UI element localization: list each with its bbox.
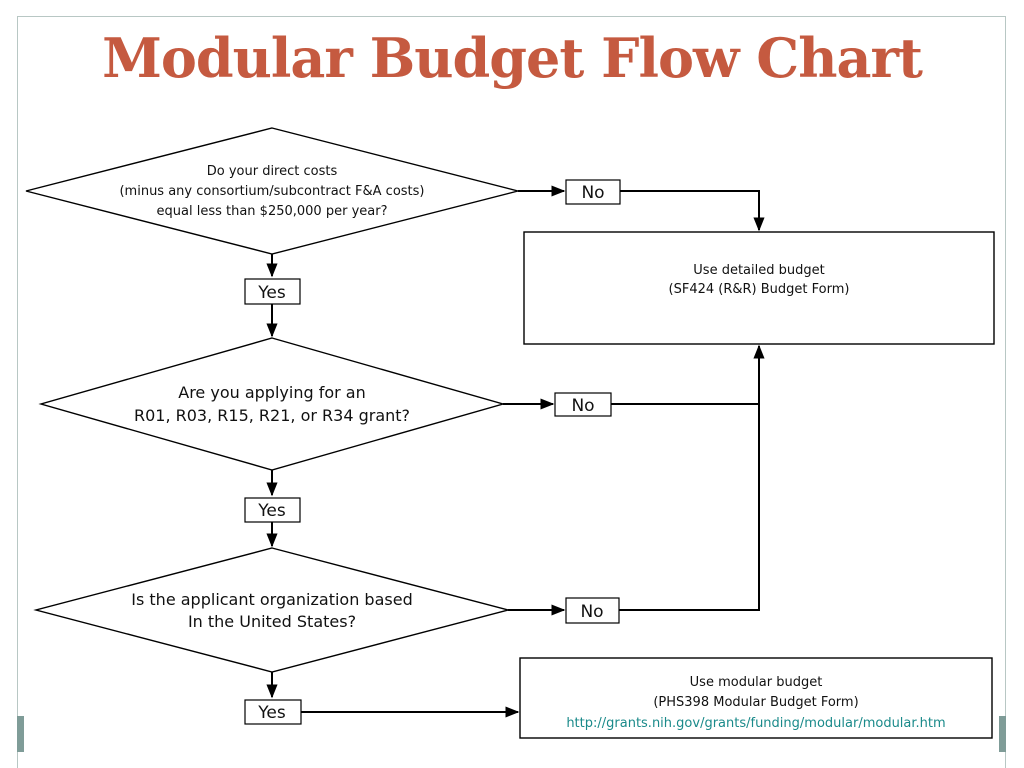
decision-grant-type: Are you applying for an R01, R03, R15, R… — [38, 337, 506, 471]
modular-budget-box: Use modular budget (PHS398 Modular Budge… — [519, 657, 993, 739]
detailed-budget-box: Use detailed budget (SF424 (R&R) Budget … — [523, 231, 995, 345]
svg-text:No: No — [580, 602, 603, 622]
svg-text:Yes: Yes — [257, 703, 286, 723]
svg-text:No: No — [581, 183, 604, 203]
decision-1-line-2: (minus any consortium/subcontract F&A co… — [119, 184, 424, 199]
left-accent-bar — [17, 716, 24, 752]
detailed-box-line-1: Use detailed budget — [693, 263, 824, 278]
modular-box-line-2: (PHS398 Modular Budget Form) — [653, 695, 858, 710]
decision-3-line-2: In the United States? — [188, 612, 356, 631]
decision-1-line-1: Do your direct costs — [207, 164, 338, 179]
decision-2-line-2: R01, R03, R15, R21, or R34 grant? — [134, 406, 410, 425]
yes-label-2: Yes — [244, 497, 301, 523]
right-accent-bar — [999, 716, 1006, 752]
yes-label-3: Yes — [244, 699, 302, 725]
decision-us-based: Is the applicant organization based In t… — [33, 547, 511, 673]
no-label-3: No — [565, 597, 620, 624]
no-label-1: No — [565, 179, 621, 205]
decision-3-line-1: Is the applicant organization based — [131, 590, 412, 609]
detailed-box-line-2: (SF424 (R&R) Budget Form) — [669, 282, 850, 297]
svg-text:Yes: Yes — [257, 501, 286, 521]
no-label-2: No — [554, 392, 612, 417]
svg-text:Yes: Yes — [257, 283, 286, 303]
decision-direct-costs: Do your direct costs (minus any consorti… — [25, 127, 519, 255]
decision-2-line-1: Are you applying for an — [178, 383, 365, 402]
decision-1-line-3: equal less than $250,000 per year? — [157, 204, 388, 219]
modular-box-line-1: Use modular budget — [690, 675, 823, 690]
svg-text:No: No — [571, 396, 594, 416]
page-title: Modular Budget Flow Chart — [102, 26, 923, 90]
yes-label-1: Yes — [244, 278, 301, 305]
slide-frame — [17, 16, 1006, 768]
modular-form-link[interactable]: http://grants.nih.gov/grants/funding/mod… — [566, 716, 945, 731]
